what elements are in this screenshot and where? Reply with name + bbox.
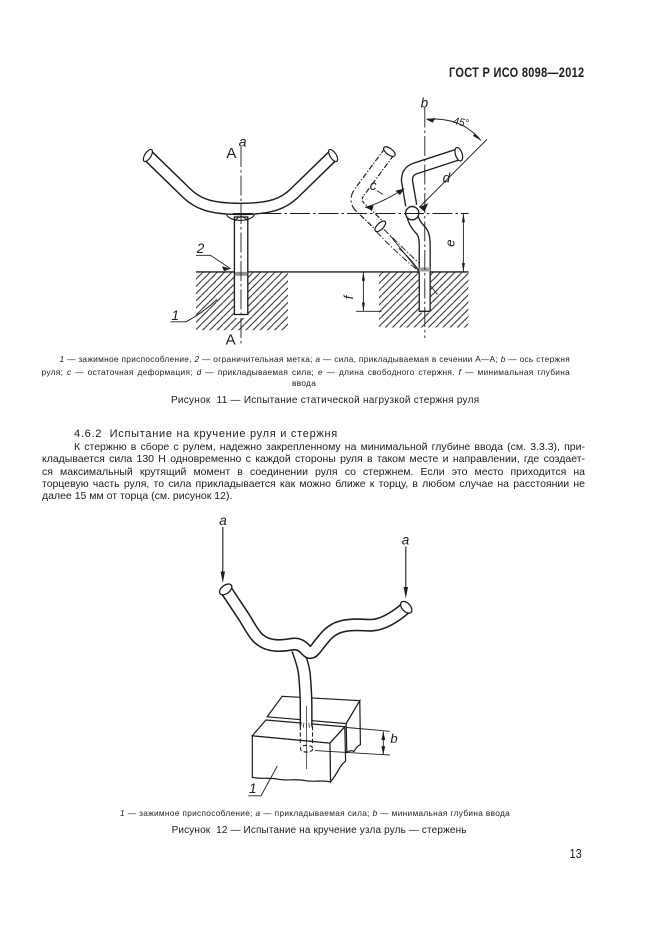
svg-text:А: А: [226, 332, 236, 349]
svg-text:a: a: [219, 513, 227, 528]
svg-text:45°: 45°: [452, 115, 470, 129]
svg-text:f: f: [341, 294, 356, 299]
svg-text:2: 2: [196, 241, 205, 256]
svg-text:1: 1: [172, 308, 180, 323]
svg-text:b: b: [421, 95, 429, 110]
svg-text:a: a: [402, 533, 410, 548]
svg-text:e: e: [443, 240, 458, 247]
svg-text:b: b: [390, 731, 397, 746]
svg-text:a: a: [239, 133, 247, 149]
svg-text:c: c: [370, 178, 377, 193]
svg-text:А: А: [226, 145, 236, 162]
svg-text:d: d: [443, 170, 451, 185]
svg-text:1: 1: [249, 781, 257, 796]
